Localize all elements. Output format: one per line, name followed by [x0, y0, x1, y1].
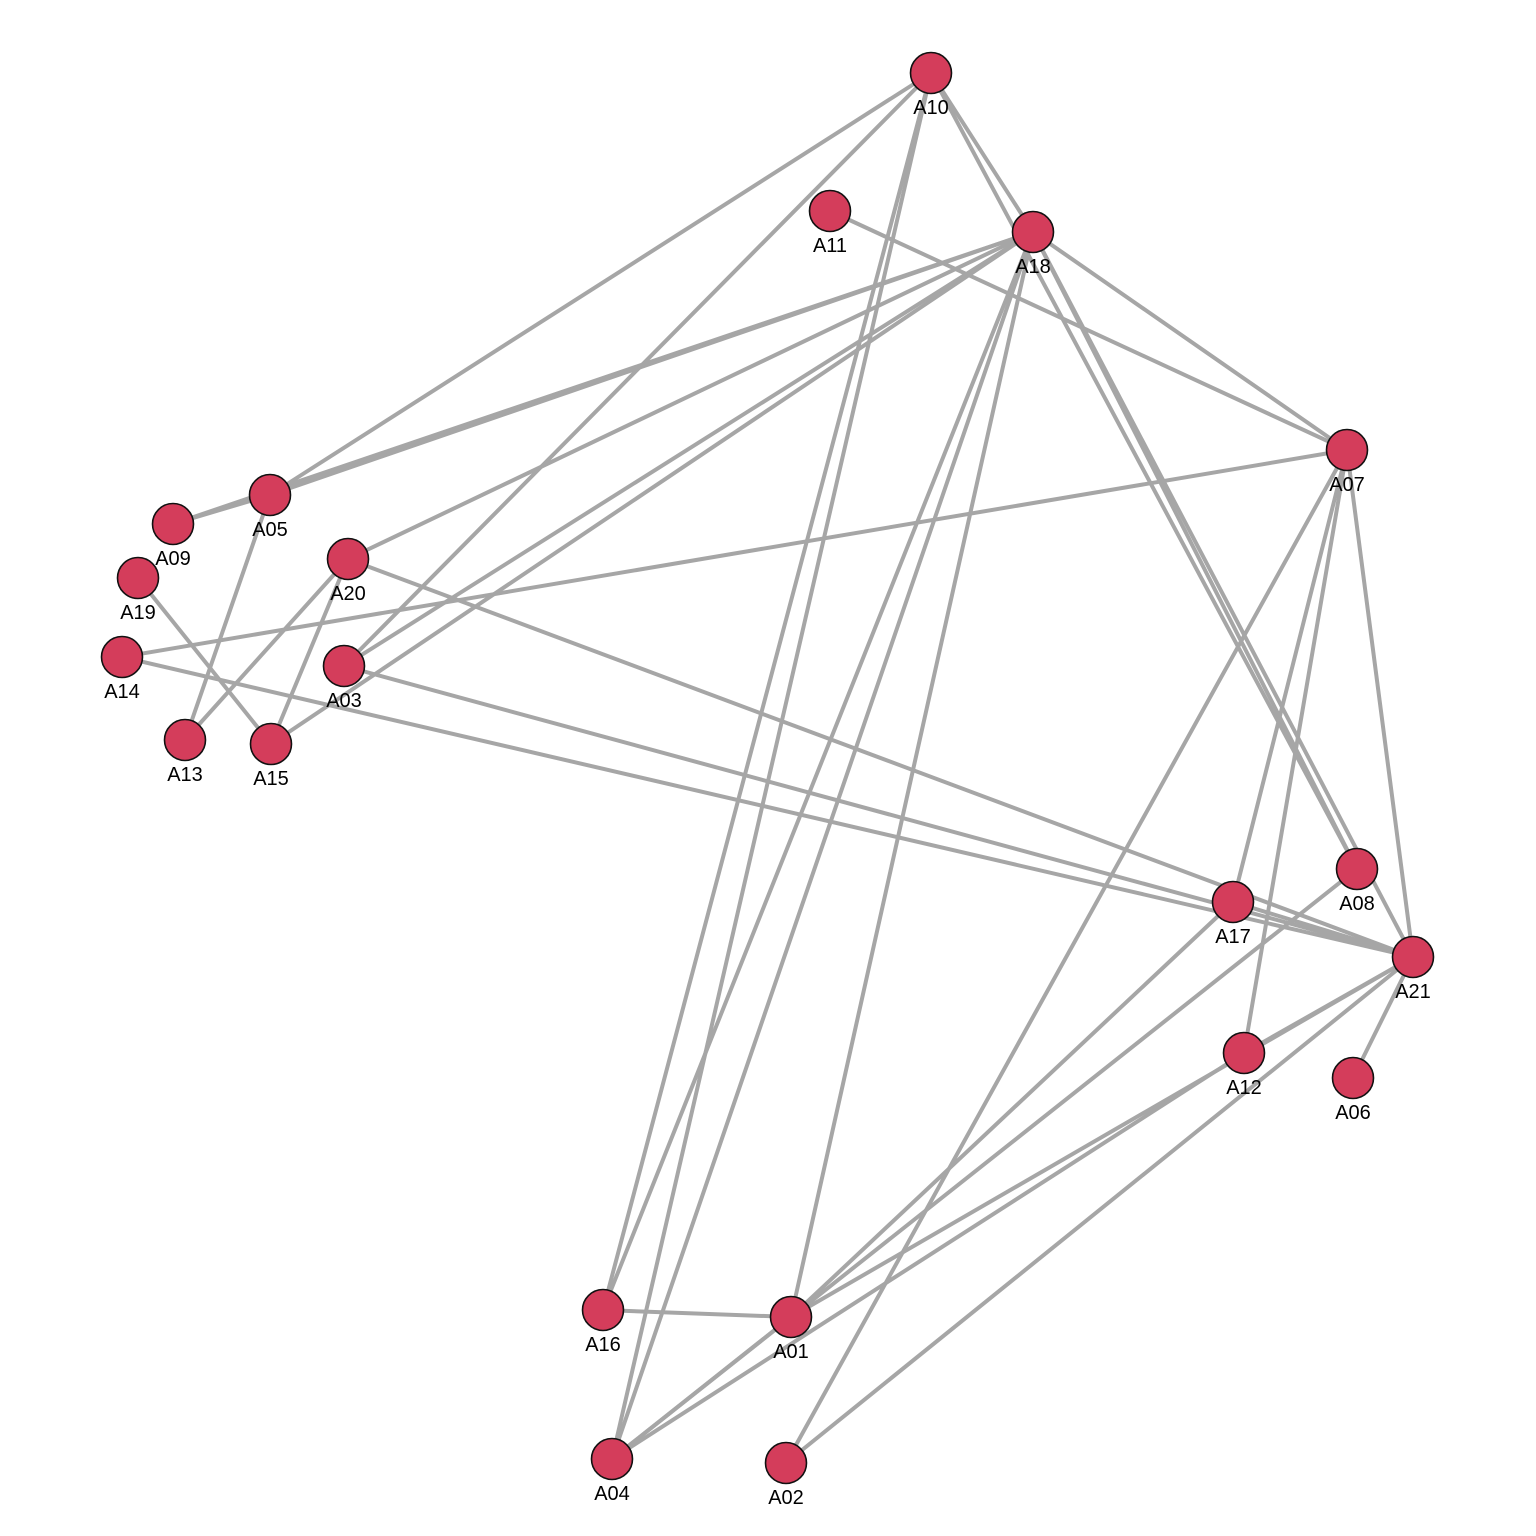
edge-a03-a21 — [342, 664, 1415, 959]
node-label: A18 — [1015, 256, 1051, 278]
node-label: A02 — [768, 1487, 804, 1509]
edge-a17-a21 — [1231, 900, 1415, 959]
edge-a18-a04 — [610, 230, 1035, 1461]
node-a19: A19 — [116, 556, 160, 624]
node-label: A08 — [1339, 893, 1375, 915]
node-label: A21 — [1395, 981, 1431, 1003]
edges-layer — [120, 71, 1415, 1465]
node-circle — [1211, 880, 1255, 924]
node-a05: A05 — [248, 473, 292, 541]
node-a11: A11 — [808, 189, 852, 257]
edge-a14-a21 — [120, 655, 1415, 959]
edge-a19-a15 — [136, 576, 273, 746]
edge-a10-a18 — [929, 71, 1035, 234]
node-a18: A18 — [1011, 210, 1055, 278]
node-circle — [764, 1441, 808, 1485]
node-circle — [1335, 847, 1379, 891]
node-a03: A03 — [322, 644, 366, 712]
edge-a10-a05 — [268, 71, 933, 497]
node-a13: A13 — [163, 718, 207, 786]
node-circle — [248, 473, 292, 517]
edge-a21-a06 — [1351, 955, 1415, 1080]
edge-a07-a14 — [120, 448, 1349, 659]
node-circle — [322, 644, 366, 688]
edge-a20-a13 — [183, 557, 350, 742]
edge-a11-a07 — [828, 209, 1349, 452]
node-a08: A08 — [1335, 847, 1379, 915]
node-a16: A16 — [581, 1288, 625, 1356]
node-circle — [151, 502, 195, 546]
edge-a18-a07 — [1031, 230, 1349, 452]
node-a07: A07 — [1325, 428, 1369, 496]
edge-a07-a17 — [1231, 448, 1349, 904]
node-circle — [116, 556, 160, 600]
edge-a01-a04 — [610, 1315, 793, 1461]
node-circle — [163, 718, 207, 762]
node-circle — [769, 1295, 813, 1339]
edge-a21-a02 — [784, 955, 1415, 1465]
edge-a10-a08 — [929, 71, 1359, 871]
node-circle — [100, 635, 144, 679]
node-a14: A14 — [100, 635, 144, 703]
node-circle — [590, 1437, 634, 1481]
node-a09: A09 — [151, 502, 195, 570]
node-circle — [909, 51, 953, 95]
node-a15: A15 — [249, 722, 293, 790]
edge-a18-a16 — [601, 230, 1035, 1312]
node-a04: A04 — [590, 1437, 634, 1505]
node-circle — [1331, 1056, 1375, 1100]
node-label: A19 — [120, 602, 156, 624]
node-a10: A10 — [909, 51, 953, 119]
node-a20: A20 — [326, 537, 370, 605]
node-a21: A21 — [1391, 935, 1435, 1003]
node-circle — [581, 1288, 625, 1332]
node-label: A14 — [104, 681, 140, 703]
edge-a12-a04 — [610, 1051, 1246, 1461]
node-a06: A06 — [1331, 1056, 1375, 1124]
edge-a17-a01 — [789, 900, 1235, 1319]
edge-a07-a12 — [1242, 448, 1349, 1055]
node-a17: A17 — [1211, 880, 1255, 948]
node-label: A17 — [1215, 926, 1251, 948]
nodes-layer: A01A02A03A04A05A06A07A08A09A10A11A12A13A… — [100, 51, 1435, 1509]
edge-a18-a20 — [346, 230, 1035, 561]
edge-a18-a01 — [789, 230, 1035, 1319]
node-label: A13 — [167, 764, 203, 786]
edge-a16-a01 — [601, 1308, 793, 1319]
node-a12: A12 — [1222, 1031, 1266, 1099]
node-label: A12 — [1226, 1077, 1262, 1099]
node-label: A10 — [913, 97, 949, 119]
edge-a05-a13 — [183, 493, 272, 742]
node-label: A05 — [252, 519, 288, 541]
node-label: A09 — [155, 548, 191, 570]
node-circle — [808, 189, 852, 233]
node-label: A04 — [594, 1483, 630, 1505]
node-label: A07 — [1329, 474, 1365, 496]
edge-a18-a21 — [1031, 230, 1415, 959]
node-label: A16 — [585, 1334, 621, 1356]
node-circle — [1011, 210, 1055, 254]
node-label: A15 — [253, 768, 289, 790]
node-label: A06 — [1335, 1102, 1371, 1124]
node-label: A03 — [326, 690, 362, 712]
edge-a07-a21 — [1345, 448, 1415, 959]
edge-a07-a02 — [784, 448, 1349, 1465]
node-circle — [1325, 428, 1369, 472]
edge-a10-a16 — [601, 71, 933, 1312]
edge-a21-a01 — [789, 955, 1415, 1319]
node-circle — [1222, 1031, 1266, 1075]
node-circle — [249, 722, 293, 766]
node-circle — [326, 537, 370, 581]
edge-a20-a15 — [269, 557, 350, 746]
node-label: A11 — [813, 235, 847, 257]
node-label: A20 — [330, 583, 366, 605]
edge-a18-a15 — [269, 230, 1035, 746]
edge-a18-a09 — [171, 230, 1035, 526]
node-circle — [1391, 935, 1435, 979]
node-label: A01 — [773, 1341, 809, 1363]
node-a01: A01 — [769, 1295, 813, 1363]
node-a02: A02 — [764, 1441, 808, 1509]
edge-a18-a03 — [342, 230, 1035, 668]
